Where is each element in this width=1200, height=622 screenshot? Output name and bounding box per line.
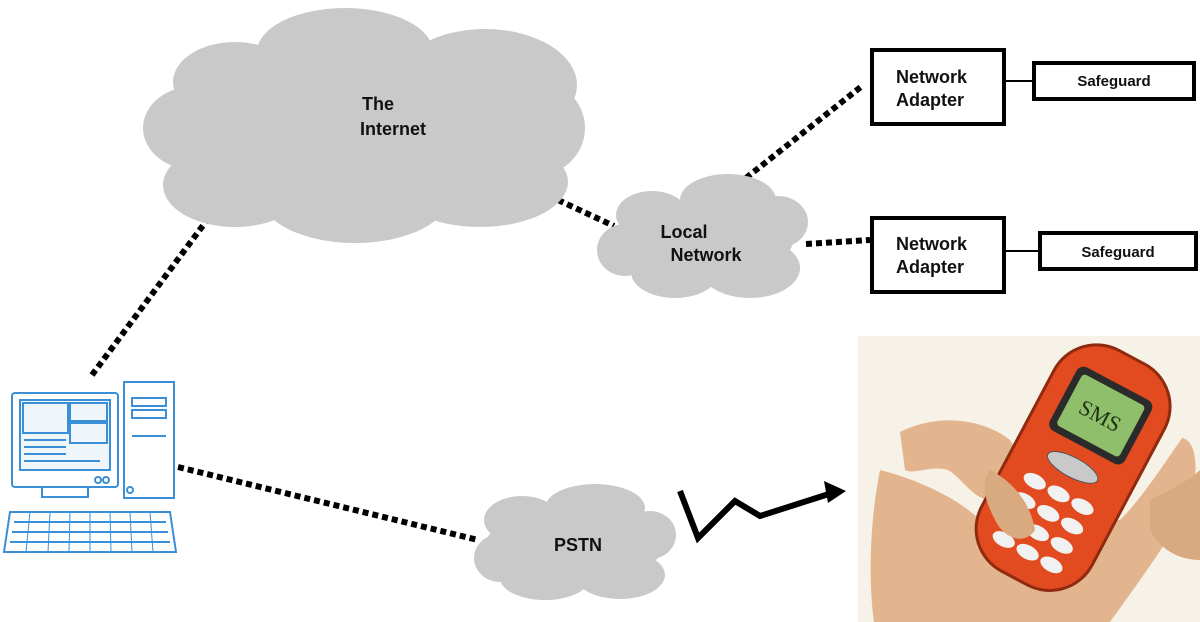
network-adapter-2 xyxy=(870,216,1006,294)
line-local-adapter2 xyxy=(805,237,871,247)
local-network-cloud xyxy=(597,174,808,298)
line-internet-local xyxy=(556,197,616,229)
internet-cloud xyxy=(143,8,585,243)
internet-label-line1: The xyxy=(362,94,394,114)
local-network-label-line2: Network xyxy=(670,245,742,265)
lightning-signal-icon xyxy=(677,481,846,544)
safeguard-2 xyxy=(1038,231,1198,271)
network-adapter-1-line1: Network xyxy=(896,67,968,87)
safeguard-1-label: Safeguard xyxy=(1077,73,1150,90)
pstn-label: PSTN xyxy=(554,535,602,555)
network-adapter-1-line2: Adapter xyxy=(896,90,964,110)
safeguard-2-label: Safeguard xyxy=(1081,244,1154,261)
mobile-phone-icon: SMS xyxy=(858,336,1200,622)
desktop-computer-icon xyxy=(2,381,178,553)
network-adapter-2-line2: Adapter xyxy=(896,257,964,277)
adapter-group-1: Network Adapter Safeguard xyxy=(870,48,1196,126)
internet-label-line2: Internet xyxy=(360,119,426,139)
line-local-adapter1 xyxy=(744,83,864,181)
line-computer-internet xyxy=(89,210,216,377)
connection-lines xyxy=(89,83,871,543)
network-adapter-1 xyxy=(870,48,1006,126)
network-adapter-2-line1: Network xyxy=(896,234,968,254)
safeguard-1 xyxy=(1032,61,1196,101)
pstn-cloud xyxy=(474,484,676,600)
line-computer-pstn xyxy=(177,464,479,543)
local-network-label-line1: Local xyxy=(660,222,707,242)
adapter-group-2: Network Adapter Safeguard xyxy=(870,216,1198,294)
